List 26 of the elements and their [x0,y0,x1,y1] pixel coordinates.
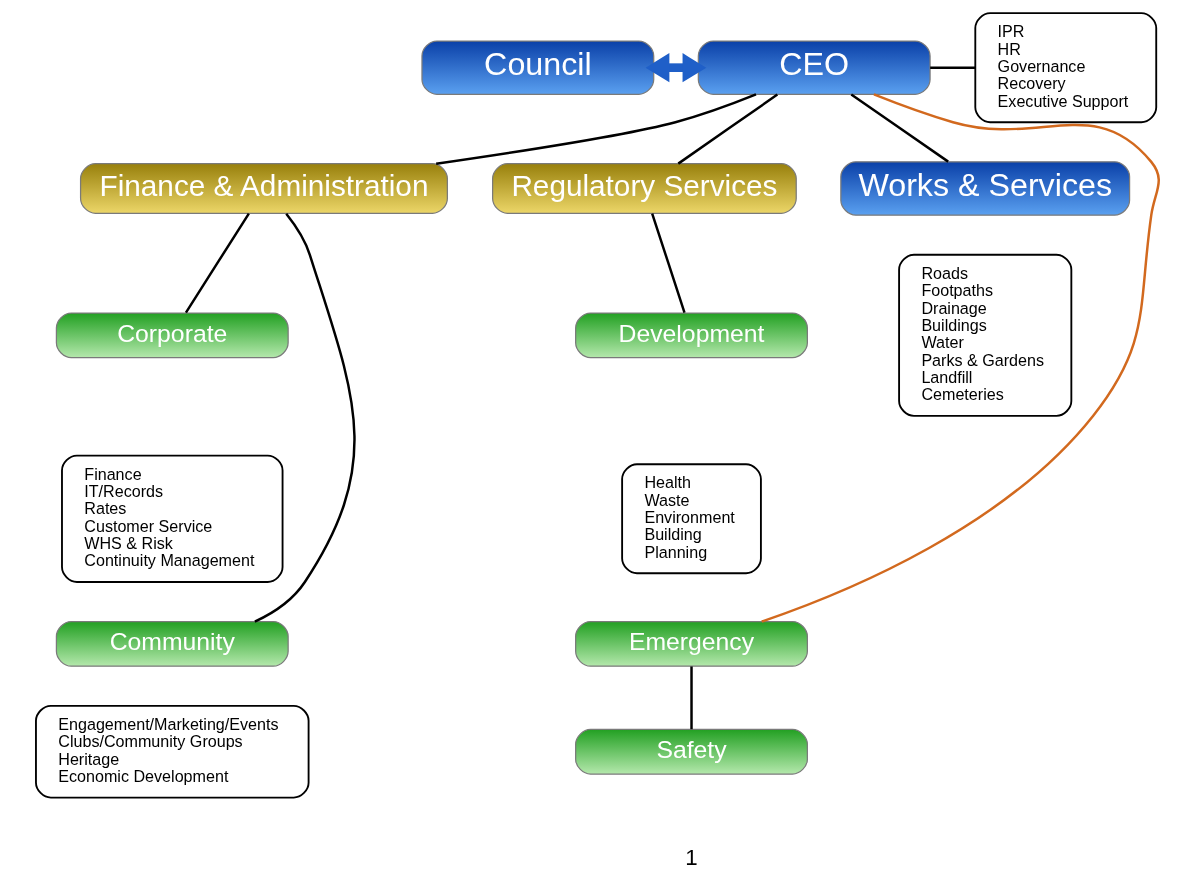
connector [929,66,975,69]
node-box: IPR HR Governance Recovery Executive Support [973,12,1157,124]
arrow [645,53,706,83]
node-box: Health Waste Environment Building Planning [620,463,762,575]
connector [689,666,693,730]
connector [253,212,355,623]
node-box: Development [574,312,808,359]
connector [650,213,686,313]
connector [435,93,756,165]
node-box: Emergency [574,621,808,667]
node-box: Safety [574,728,808,775]
node-box: Finance & Administration [79,163,448,214]
node-box: Regulatory Services [491,163,797,214]
node-box: Community [55,621,289,667]
connector [184,212,250,314]
label: 1 [684,845,698,870]
node-box: Corporate [55,312,289,359]
node-box: Roads Footpaths Drainage Buildings Water Parks & Gardens Landfill Cemeteries [897,253,1072,417]
node-box: Finance IT/Records Rates Customer Service WHS & Risk Continuity Management [60,454,283,583]
connector [677,93,778,165]
connector [760,93,1160,623]
node-box: Council [420,40,654,95]
node-box: CEO [697,40,931,95]
node-box: Engagement/Marketing/Events Clubs/Community Groups Heritage Economic Development [34,704,309,799]
node-box: Works & Services [839,161,1130,216]
connector [850,93,949,163]
